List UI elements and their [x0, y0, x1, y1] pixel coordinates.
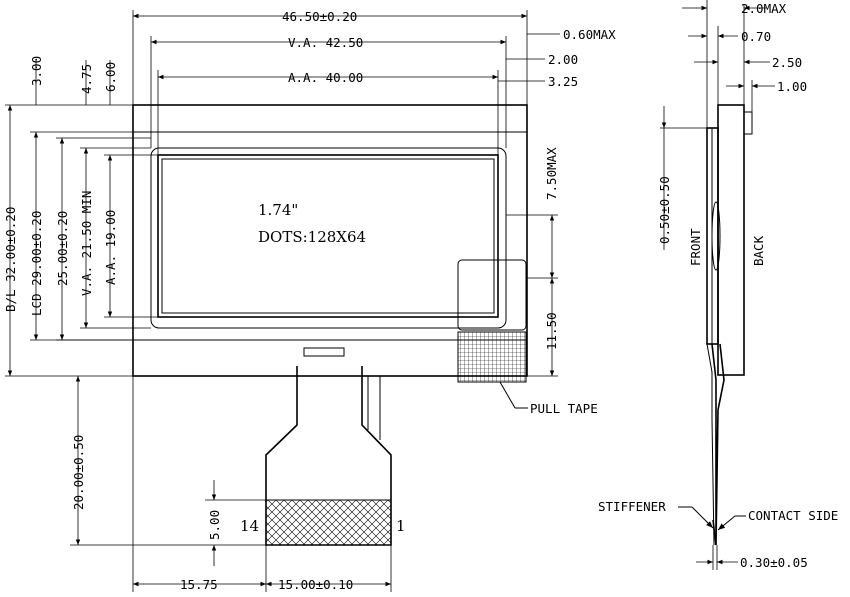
contact-pads [265, 499, 392, 546]
pull-tape-grid [457, 331, 527, 383]
pull-tape-outline [457, 259, 527, 331]
stiffener-label: STIFFENER [598, 499, 666, 514]
dim-side-050: 0.50±0.50 [657, 176, 672, 244]
dim-fpc-offset: 15.75 [180, 577, 218, 592]
front-view: 1.74" DOTS:128X64 PULL TAPE 14 1 46.50±0… [3, 9, 616, 592]
dim-width-va: V.A. 42.50 [288, 35, 363, 50]
dim-side-030: 0.30±0.05 [740, 555, 808, 570]
dim-fpc-length: 20.00±0.50 [71, 435, 86, 510]
connector-tab [303, 347, 345, 357]
pin-14-label: 14 [240, 517, 259, 535]
display-size-label: 1.74" [258, 201, 298, 219]
dim-side-070: 0.70 [741, 29, 771, 44]
dim-side-20max: 2.0MAX [741, 1, 787, 16]
dim-width-overall: 46.50±0.20 [282, 9, 357, 24]
dim-right-200: 2.00 [548, 52, 578, 67]
side-fpc [711, 343, 725, 546]
active-area-inner [161, 158, 495, 314]
dim-right-325: 3.25 [548, 74, 578, 89]
viewing-area [150, 147, 507, 329]
pull-tape-label: PULL TAPE [530, 401, 598, 416]
dim-fpc-width: 15.00±0.10 [278, 577, 353, 592]
active-area [157, 154, 499, 318]
side-front-label: FRONT [688, 228, 703, 266]
dim-height-va: V.A. 21.50 MIN [79, 191, 94, 296]
dim-right-060: 0.60MAX [563, 27, 616, 42]
backlight-outline [132, 104, 528, 377]
dim-height-aa: A.A. 19.00 [103, 210, 118, 285]
dim-pad-height: 5.00 [207, 510, 222, 540]
side-view: 2.0MAX 0.70 2.50 1.00 0.50±0.50 FRONT BA… [598, 0, 838, 570]
dim-top-margin: 3.00 [29, 56, 44, 86]
side-component [743, 111, 753, 135]
dim-height-lcd: LCD 29.00±0.20 [29, 211, 44, 316]
dim-right-1150: 11.50 [544, 312, 559, 350]
dim-aa-top: 4.75 [79, 64, 94, 94]
dim-height-25: 25.00±0.20 [55, 211, 70, 286]
contact-side-label: CONTACT SIDE [748, 508, 838, 523]
dim-height-bl: B/L 32.00±0.20 [3, 207, 18, 312]
side-backlight [717, 104, 745, 376]
dim-right-750: 7.50MAX [544, 147, 559, 200]
side-pull-tape [711, 201, 721, 271]
dim-side-100: 1.00 [777, 79, 807, 94]
side-back-label: BACK [751, 235, 766, 266]
dim-side-250: 2.50 [772, 55, 802, 70]
pin-1-label: 1 [396, 517, 406, 535]
display-dots-label: DOTS:128X64 [258, 228, 366, 246]
dim-va-top: 6.00 [103, 62, 118, 92]
dim-width-aa: A.A. 40.00 [288, 70, 363, 85]
